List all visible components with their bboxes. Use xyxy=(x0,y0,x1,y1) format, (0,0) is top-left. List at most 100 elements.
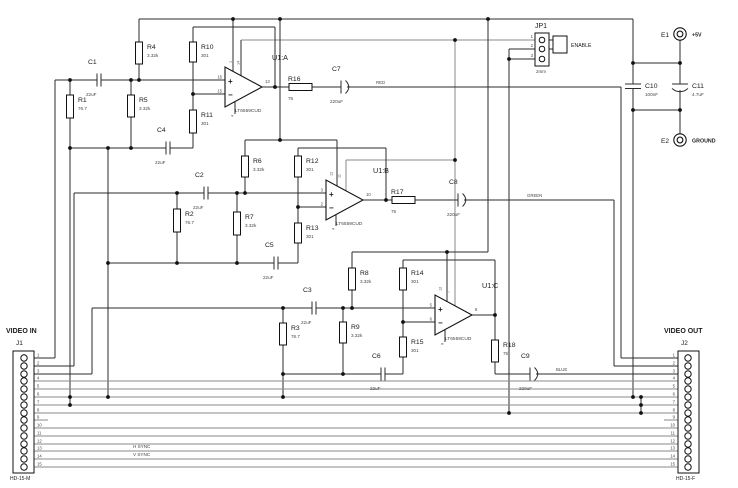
opamp-device: LT6559CUD xyxy=(336,221,363,227)
capacitor-ref: C10 xyxy=(645,83,658,90)
jumper-pin xyxy=(538,36,546,44)
resistor-R7 xyxy=(233,211,241,236)
jumper-pin-number: 1 xyxy=(531,34,534,39)
connector-J1-pin xyxy=(20,370,28,378)
jumper-pitch: 2mm xyxy=(536,69,546,74)
opamp-pin-number: 5 xyxy=(430,303,433,308)
resistor-R4 xyxy=(135,41,143,65)
pin-number: 5 xyxy=(37,384,40,389)
pin-number: 14 xyxy=(37,454,42,459)
junction-dot xyxy=(235,191,239,195)
resistor-value: 3.32k xyxy=(351,333,363,338)
connector-J2-pin xyxy=(684,424,692,432)
junction-dot xyxy=(278,17,282,21)
terminal-label: GROUND xyxy=(692,139,716,145)
resistor-ref: R4 xyxy=(147,44,156,51)
capacitor-ref: C6 xyxy=(372,353,381,360)
junction-dot xyxy=(493,313,497,317)
junction-dot xyxy=(191,92,195,96)
pin-number: 13 xyxy=(37,446,42,451)
connector-ref: J2 xyxy=(681,340,688,347)
capacitor-value: 22uF xyxy=(193,205,204,210)
pin-number: 11 xyxy=(671,431,676,436)
opamp-pin-number: 7 xyxy=(446,291,450,293)
junction-dot xyxy=(68,403,72,407)
capacitor-ref: C5 xyxy=(265,242,274,249)
connector-J2-pin xyxy=(684,393,692,401)
resistor-ref: R16 xyxy=(288,76,301,83)
junction-dot xyxy=(384,198,388,202)
resistor-R2 xyxy=(173,208,181,233)
connector-heading: VIDEO IN xyxy=(6,328,37,335)
resistor-value: 75 xyxy=(288,96,294,101)
junction-dot xyxy=(678,108,682,112)
connector-J2-pin xyxy=(684,401,692,409)
pin-number: 11 xyxy=(37,431,42,436)
resistor-value: 301 xyxy=(201,121,209,126)
junction-dot xyxy=(507,411,511,415)
pin-number: 12 xyxy=(670,439,675,444)
junction-dot xyxy=(281,395,285,399)
opamp-device: LT6559CUD xyxy=(235,108,262,114)
resistor-R9 xyxy=(339,321,347,344)
resistor-value: 3.32k xyxy=(360,279,372,284)
connector-J1-pin xyxy=(20,377,28,385)
capacitor-plate xyxy=(345,80,350,94)
pin-number: 2 xyxy=(37,361,40,366)
connector-J1-pin xyxy=(20,385,28,393)
opamp-C xyxy=(434,294,474,336)
resistor-value: 76.7 xyxy=(185,220,194,225)
pin-number: 8 xyxy=(673,408,676,413)
connector-ref: J1 xyxy=(16,340,23,347)
connector-J2-pin xyxy=(684,455,692,463)
jumper-ref: JP1 xyxy=(535,23,547,30)
resistor-R14 xyxy=(399,267,407,291)
capacitor-plate xyxy=(462,193,467,207)
junction-dot xyxy=(231,17,235,21)
junction-dot xyxy=(453,158,457,162)
resistor-R6 xyxy=(241,155,249,178)
resistor-R18 xyxy=(491,339,499,363)
capacitor-plate xyxy=(671,88,689,93)
resistor-R15 xyxy=(399,336,407,358)
junction-dot xyxy=(639,403,643,407)
resistor-value: 301 xyxy=(411,348,419,353)
terminal-label: +5V xyxy=(692,33,702,39)
resistor-value: 76.7 xyxy=(78,106,87,111)
pin-number: 15 xyxy=(37,462,42,467)
resistor-ref: R11 xyxy=(201,112,213,119)
capacitor-ref: C8 xyxy=(449,179,458,186)
connector-footprint: HD-15-M xyxy=(10,476,30,482)
jumper-pin-number: 2 xyxy=(531,43,534,48)
resistor-value: 76.7 xyxy=(291,334,300,339)
opamp-pin-number: 8 xyxy=(475,307,478,312)
junction-dot xyxy=(631,108,635,112)
resistor-ref: R8 xyxy=(360,270,369,277)
junction-dot xyxy=(137,78,141,82)
connector-J2-pin xyxy=(684,416,692,424)
capacitor-ref: C2 xyxy=(195,172,204,179)
opamp-pin-number: 12 xyxy=(329,172,333,176)
net-label-vsync: V SYNC xyxy=(133,452,151,457)
resistor-ref: R1 xyxy=(78,97,87,104)
terminal-ref: E1 xyxy=(661,32,669,39)
junction-dot xyxy=(350,306,354,310)
opamp-minus-sign: − xyxy=(228,91,233,100)
net-label-red: RED xyxy=(376,80,385,85)
pin-number: 10 xyxy=(37,423,42,428)
pin-number: 13 xyxy=(670,446,675,451)
opamp-pin-number: 2 xyxy=(321,202,324,207)
terminal-E1-inner xyxy=(676,30,684,38)
connector-J2-pin xyxy=(684,370,692,378)
resistor-R16 xyxy=(288,83,313,91)
pin-number: 2 xyxy=(673,361,676,366)
connector-J2-pin xyxy=(684,362,692,370)
resistor-value: 75 xyxy=(391,209,397,214)
connector-J2-pin xyxy=(684,377,692,385)
resistor-value: 301 xyxy=(201,53,209,58)
junction-dot xyxy=(486,17,490,21)
junction-dot xyxy=(273,85,277,89)
connector-J2-pin xyxy=(684,409,692,417)
opamp-pin-number: 13 xyxy=(265,79,270,84)
resistor-value: 3.32k xyxy=(253,167,265,172)
